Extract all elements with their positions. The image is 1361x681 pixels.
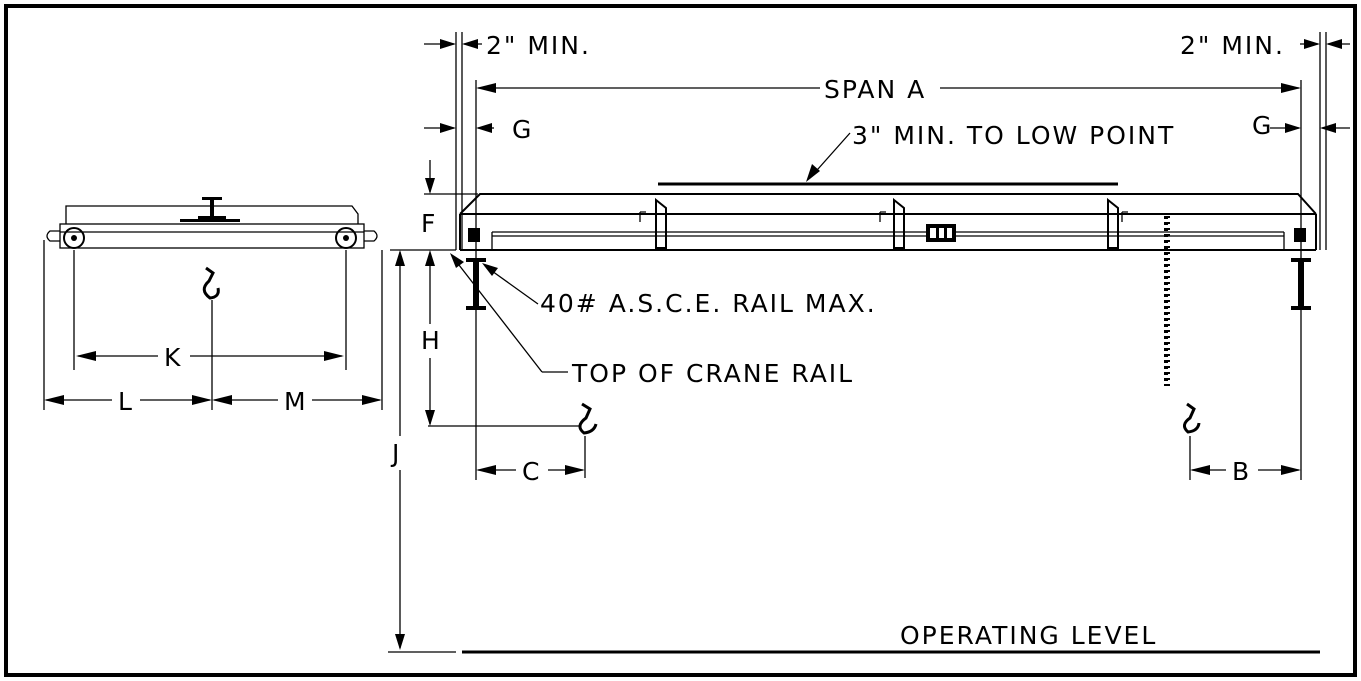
dim-c-label: C xyxy=(522,457,541,486)
runway-rail-right-icon xyxy=(1291,258,1311,310)
rail-top-label: TOP OF CRANE RAIL xyxy=(571,359,854,388)
side-view xyxy=(388,32,1350,654)
rail-max-label: 40# A.S.C.E. RAIL MAX. xyxy=(540,289,877,318)
load-chain-icon xyxy=(1164,216,1170,386)
operating-level-label: OPERATING LEVEL xyxy=(900,621,1157,650)
dim-l-label: L xyxy=(118,387,134,416)
dim-j-label: J xyxy=(390,439,401,468)
end-truck-wheel-right-icon xyxy=(335,227,357,249)
hook-right-icon xyxy=(1183,402,1201,434)
dim-k-label: K xyxy=(164,343,182,372)
dim-b-label: B xyxy=(1232,457,1251,486)
runway-rail-left-icon xyxy=(466,258,486,310)
crane-bridge-girder xyxy=(459,193,1317,251)
dim-g-right-label: G xyxy=(1252,111,1273,140)
dim-g-left-label: G xyxy=(512,115,533,144)
clearance-left-label: 2" MIN. xyxy=(486,31,591,60)
end-view xyxy=(43,197,383,410)
hook-left-icon xyxy=(578,402,598,435)
drawing-border xyxy=(4,4,1357,677)
end-truck-wheel-left-icon xyxy=(63,227,85,249)
span-label: SPAN A xyxy=(824,75,926,104)
low-point-label: 3" MIN. TO LOW POINT xyxy=(852,121,1175,150)
dim-h-label: H xyxy=(421,326,442,355)
clearance-right-label: 2" MIN. xyxy=(1180,31,1285,60)
end-view-hook-icon xyxy=(202,266,220,300)
dim-m-label: M xyxy=(284,387,308,416)
trolley-rail-icon xyxy=(180,197,240,222)
dim-f-label: F xyxy=(421,209,437,238)
